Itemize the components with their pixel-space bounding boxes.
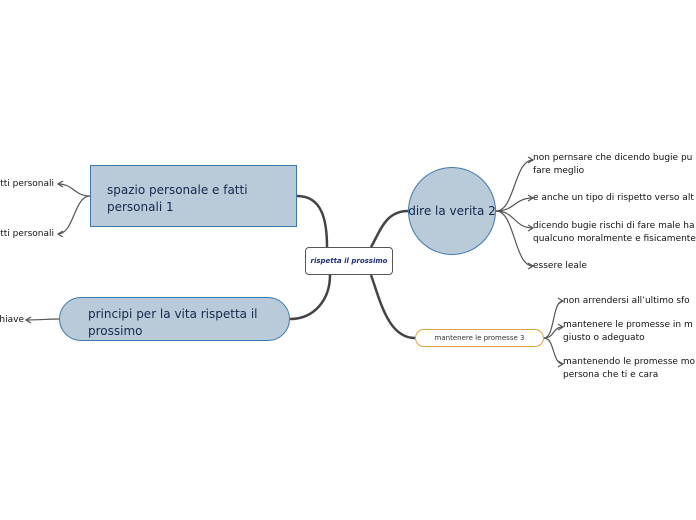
subtopic-promesse-3[interactable]: mantenendo le promesse mo persona che ti… [563, 356, 695, 382]
topic-mantenere-promesse[interactable]: mantenere le promesse 3 [415, 329, 544, 347]
link-spazio-2 [57, 195, 91, 235]
subtopic-promesse-2-line1: mantenere le promesse in m [563, 320, 693, 330]
link-verita-4 [495, 210, 534, 267]
topic-dire-la-verita[interactable]: dire la verita 2 [408, 167, 496, 255]
subtopic-verita-1-line1: non pernsare che dicendo bugie pu [533, 153, 693, 163]
subtopic-verita-4[interactable]: essere leale [533, 260, 587, 273]
arrowhead-spazio-2 [56, 230, 64, 238]
arrowhead-verita-1 [527, 156, 535, 164]
subtopic-promesse-2-line2: giusto o adeguato [563, 333, 645, 343]
link-center-principi [289, 274, 332, 321]
link-verita-1 [495, 159, 534, 212]
subtopic-promesse-3-line2: persona che ti e cara [563, 370, 659, 380]
link-verita-2 [495, 197, 534, 212]
link-spazio-1 [57, 183, 91, 197]
link-promesse-2 [543, 326, 564, 339]
link-principi-1 [25, 318, 60, 321]
arrowhead-promesse-1 [557, 297, 565, 305]
subtopic-promesse-1[interactable]: non arrendersi all’ultimo sfo [563, 295, 690, 308]
subtopic-verita-1[interactable]: non pernsare che dicendo bugie pu fare m… [533, 152, 692, 178]
central-topic[interactable]: rispetta il prossimo [305, 247, 393, 275]
arrowhead-principi-1 [24, 316, 32, 324]
subtopic-verita-4-label: essere leale [533, 261, 587, 271]
subtopic-principi-1[interactable]: hiave [0, 314, 24, 327]
arrowhead-promesse-3 [557, 360, 565, 368]
subtopic-spazio-1[interactable]: tti personali [0, 178, 54, 191]
topic-verita-label: dire la verita 2 [408, 204, 496, 218]
topic-spazio-personale[interactable]: spazio personale e fatti personali 1 [90, 165, 297, 227]
link-center-spazio [296, 194, 329, 248]
subtopic-principi-1-label: hiave [0, 315, 24, 325]
subtopic-verita-2-label: e anche un tipo di rispetto verso alt [533, 193, 694, 203]
subtopic-verita-1-line2: fare meglio [533, 166, 585, 176]
arrowhead-spazio-1 [56, 180, 64, 188]
topic-principi-label: principi per la vita rispetta il prossim… [88, 307, 258, 338]
link-center-promesse [369, 274, 416, 340]
arrowhead-verita-3 [527, 224, 535, 232]
topic-promesse-label: mantenere le promesse 3 [434, 334, 525, 342]
topic-principi-vita[interactable]: principi per la vita rispetta il prossim… [59, 297, 290, 341]
arrowhead-verita-2 [527, 194, 535, 202]
subtopic-verita-3-line2: qualcuno moralmente e fisicamente [533, 234, 696, 244]
subtopic-verita-3-line1: dicendo bugie rischi di fare male ha [533, 221, 695, 231]
subtopic-promesse-2[interactable]: mantenere le promesse in m giusto o adeg… [563, 319, 693, 345]
arrowhead-promesse-2 [557, 323, 565, 331]
subtopic-spazio-1-label: tti personali [0, 179, 54, 189]
subtopic-verita-3[interactable]: dicendo bugie rischi di fare male ha qua… [533, 220, 696, 246]
central-topic-label: rispetta il prossimo [310, 257, 388, 265]
topic-spazio-label: spazio personale e fatti personali 1 [107, 183, 248, 214]
subtopic-promesse-3-line1: mantenendo le promesse mo [563, 357, 696, 367]
arrowhead-verita-4 [527, 262, 535, 270]
subtopic-spazio-2-label: tti personali [0, 229, 54, 239]
link-promesse-3 [543, 337, 564, 365]
subtopic-promesse-1-label: non arrendersi all’ultimo sfo [563, 296, 690, 306]
link-center-verita [369, 209, 409, 248]
subtopic-verita-2[interactable]: e anche un tipo di rispetto verso alt [533, 192, 694, 205]
subtopic-spazio-2[interactable]: tti personali [0, 228, 54, 241]
